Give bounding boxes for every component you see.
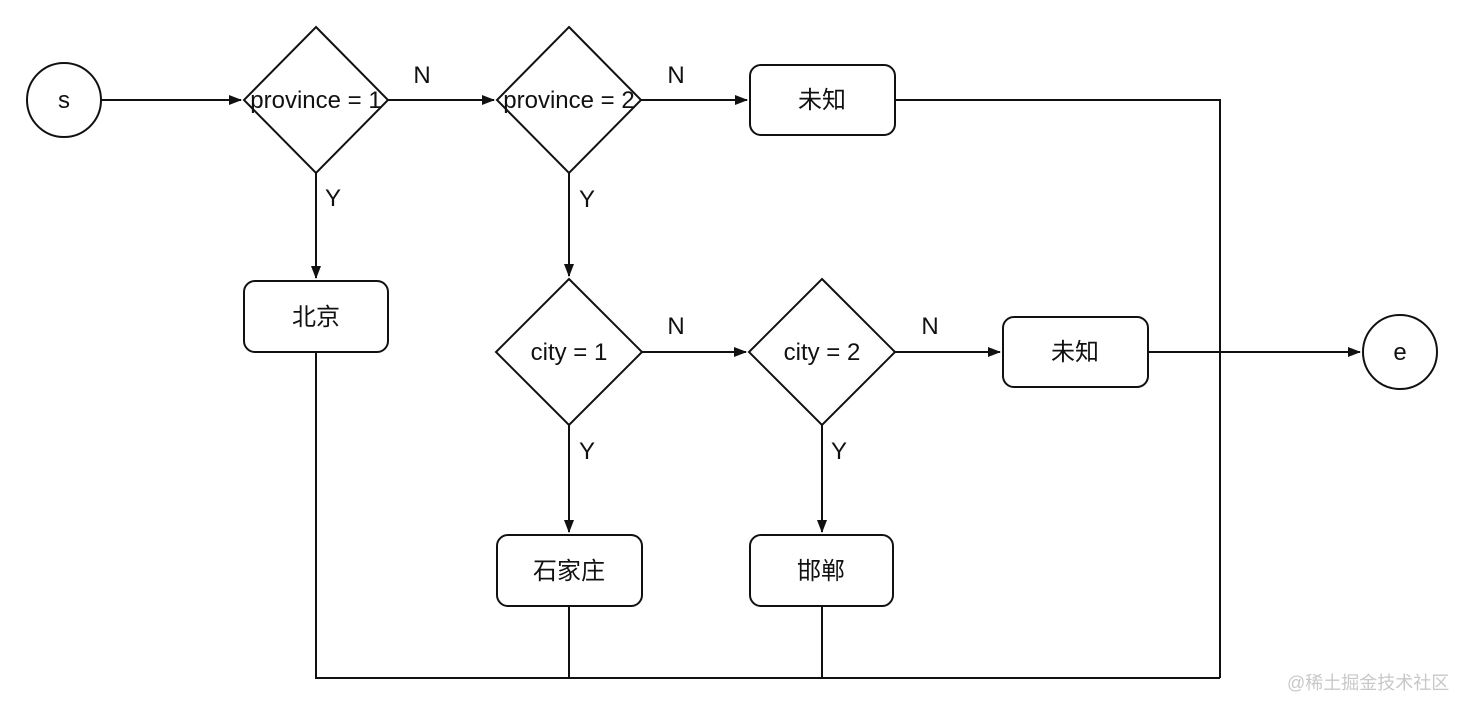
edge-label-province1-no: N <box>413 62 430 89</box>
edge-label-province1-yes: Y <box>325 185 341 212</box>
edge-beijing-bottom-rail <box>315 352 1220 679</box>
city2-label: city = 2 <box>784 339 861 366</box>
node-decision-city1: city = 1 <box>494 277 644 427</box>
province2-diamond <box>495 25 643 175</box>
beijing-label: 北京 <box>292 304 340 331</box>
end-label: e <box>1393 339 1406 366</box>
node-decision-city2: city = 2 <box>747 277 897 427</box>
beijing-rect <box>243 280 389 353</box>
node-end: e <box>1362 314 1438 390</box>
watermark-text: @稀土掘金技术社区 <box>1287 673 1449 693</box>
edge-label-province2-no: N <box>667 62 684 89</box>
province2-label: province = 2 <box>503 87 634 114</box>
province1-label: province = 1 <box>250 87 381 114</box>
city2-diamond <box>747 277 897 427</box>
node-process-beijing: 北京 <box>243 280 389 353</box>
handan-label: 邯郸 <box>797 558 845 585</box>
start-label: s <box>58 87 70 114</box>
nodes-group: s province = 1 province = 2 未知 北京 <box>26 25 1438 607</box>
edge-labels-group: N Y N Y N Y N Y <box>325 62 939 465</box>
node-start: s <box>26 62 102 138</box>
node-process-shijiazhuang: 石家庄 <box>496 534 643 607</box>
node-process-handan: 邯郸 <box>749 534 894 607</box>
city1-label: city = 1 <box>531 339 608 366</box>
unknown2-label: 未知 <box>1051 339 1099 366</box>
edge-unknown1-right-rail <box>895 99 1221 678</box>
shijiazhuang-rect <box>496 534 643 607</box>
end-circle <box>1362 314 1438 390</box>
unknown1-label: 未知 <box>798 87 846 114</box>
edges-group <box>101 95 1361 679</box>
city1-diamond <box>494 277 644 427</box>
edge-label-city1-no: N <box>667 313 684 340</box>
node-process-unknown2: 未知 <box>1002 316 1149 388</box>
node-process-unknown1: 未知 <box>749 64 896 136</box>
node-decision-province1: province = 1 <box>242 25 390 175</box>
start-circle <box>26 62 102 138</box>
handan-rect <box>749 534 894 607</box>
unknown1-rect <box>749 64 896 136</box>
edge-label-city2-yes: Y <box>831 438 847 465</box>
edge-label-city1-yes: Y <box>579 438 595 465</box>
edge-label-city2-no: N <box>921 313 938 340</box>
province1-diamond <box>242 25 390 175</box>
node-decision-province2: province = 2 <box>495 25 643 175</box>
edge-label-province2-yes: Y <box>579 186 595 213</box>
shijiazhuang-label: 石家庄 <box>533 558 605 585</box>
unknown2-rect <box>1002 316 1149 388</box>
